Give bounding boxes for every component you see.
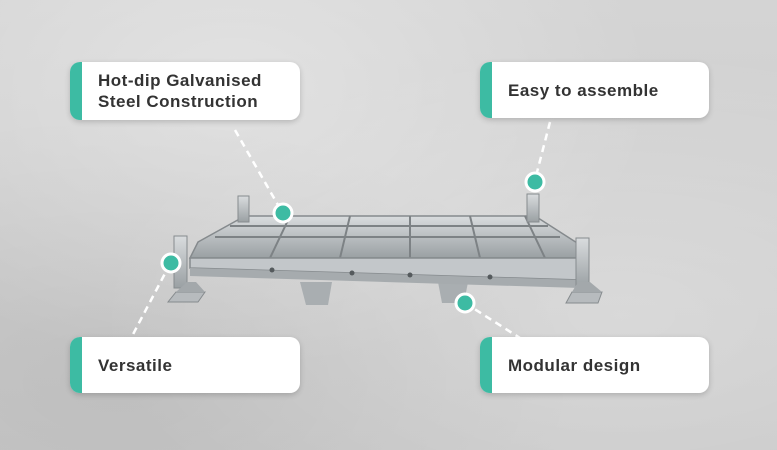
- callout-modular: Modular design: [480, 337, 709, 393]
- callout-accent: [480, 337, 492, 393]
- leader-line-assemble: [533, 121, 552, 181]
- callout-label-modular: Modular design: [508, 355, 641, 375]
- hotspot-galvanised[interactable]: [272, 202, 294, 224]
- callout-galvanised: Hot-dip Galvanised Steel Construction: [70, 62, 300, 120]
- callout-versatile: Versatile: [70, 337, 300, 393]
- leader-line-versatile: [128, 263, 172, 341]
- leader-line-modular: [464, 301, 521, 340]
- callout-assemble: Easy to assemble: [480, 62, 709, 118]
- callout-label-assemble: Easy to assemble: [508, 80, 659, 100]
- leader-line-galvanised: [233, 129, 284, 213]
- callout-accent: [70, 62, 82, 120]
- callout-label-galvanised: Hot-dip Galvanised Steel Construction: [98, 71, 262, 111]
- hotspot-assemble[interactable]: [524, 171, 546, 193]
- callout-accent: [480, 62, 492, 118]
- callout-label-versatile: Versatile: [98, 355, 173, 375]
- callout-accent: [70, 337, 82, 393]
- hotspot-modular[interactable]: [454, 292, 476, 314]
- stillage-rack-illustration: [166, 193, 603, 305]
- hotspot-versatile[interactable]: [160, 252, 182, 274]
